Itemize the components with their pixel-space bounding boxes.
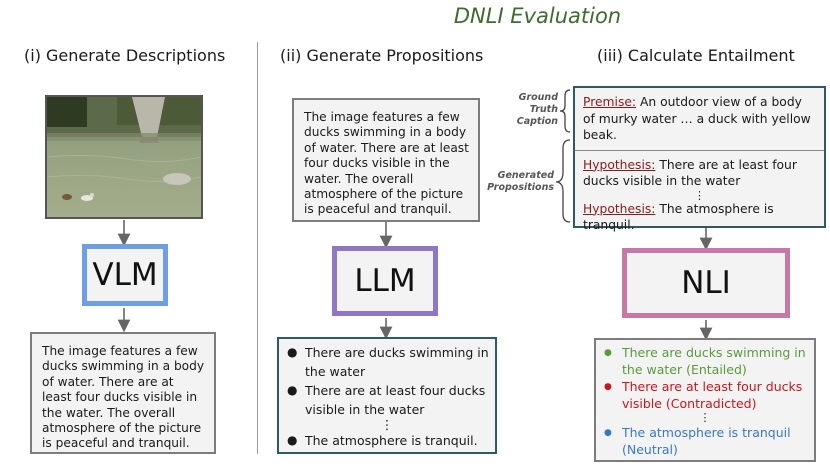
proposition-item: ●There are ducks swimming in the water <box>287 345 489 379</box>
column-heading-propositions: (ii) Generate Propositions <box>280 46 484 65</box>
generated-propositions-label: Generated Propositions <box>487 170 554 193</box>
diagram-title: DNLI Evaluation <box>453 4 622 28</box>
premise: Premise: An outdoor view of a body of mu… <box>583 94 816 144</box>
proposition-item: ●There are at least four ducks visible i… <box>287 383 486 417</box>
proposition-text: There are at least four ducks visible in… <box>305 383 486 417</box>
vlm-box: VLM <box>82 244 168 306</box>
column-heading-entailment: (iii) Calculate Entailment <box>597 46 795 65</box>
proposition-ellipsis: ⋮ <box>380 417 394 432</box>
result-text: There are ducks swimming in the water (E… <box>622 345 806 377</box>
hypothesis-text: There are at least four ducks visible in… <box>583 157 797 189</box>
propositions-box: ●There are ducks swimming in the water ●… <box>277 337 497 454</box>
proposition-text: The atmosphere is tranquil. <box>305 433 478 448</box>
premise-text: An outdoor view of a body of murky water… <box>583 95 811 142</box>
hypothesis-label: Hypothesis: <box>583 201 656 216</box>
hypothesis-text: The atmosphere is tranquil. <box>583 201 774 233</box>
brace-propositions <box>555 139 571 223</box>
result-text: There are at least four ducks visible (C… <box>622 379 803 411</box>
hypothesis-2: Hypothesis: The atmosphere is tranquil. <box>583 201 816 234</box>
duck-photo-image <box>47 97 201 217</box>
nli-box: NLI <box>622 248 790 318</box>
brace-caption <box>559 89 571 133</box>
entailment-results-box: ●There are ducks swimming in the water (… <box>594 338 816 462</box>
ground-truth-caption-label: Ground Truth Caption <box>516 92 558 127</box>
result-text: The atmosphere is tranquil (Neutral) <box>622 425 791 457</box>
proposition-text: There are ducks swimming in the water <box>305 345 489 379</box>
result-neutral: ●The atmosphere is tranquil (Neutral) <box>604 425 791 457</box>
generated-description-box: The image features a few ducks swimming … <box>30 332 216 454</box>
column-heading-descriptions: (i) Generate Descriptions <box>24 46 226 65</box>
column-divider <box>257 42 258 454</box>
proposition-item: ●The atmosphere is tranquil. <box>287 433 478 448</box>
hypothesis-ellipsis: ⋮ <box>694 188 705 202</box>
input-description-box: The image features a few ducks swimming … <box>292 98 480 222</box>
hypothesis-label: Hypothesis: <box>583 157 656 172</box>
premise-separator <box>575 149 824 151</box>
result-entailed: ●There are ducks swimming in the water (… <box>604 345 806 377</box>
result-contradicted: ●There are at least four ducks visible (… <box>604 379 803 411</box>
premise-label: Premise: <box>583 95 637 109</box>
results-list: ●There are ducks swimming in the water (… <box>602 344 808 458</box>
result-ellipsis: ⋮ <box>699 411 711 424</box>
llm-box: LLM <box>332 246 438 316</box>
propositions-list: ●There are ducks swimming in the water ●… <box>285 343 489 450</box>
hypothesis-1: Hypothesis: There are at least four duck… <box>583 157 816 190</box>
duck-photo <box>45 95 203 219</box>
premise-hypothesis-box: Premise: An outdoor view of a body of mu… <box>573 86 826 232</box>
